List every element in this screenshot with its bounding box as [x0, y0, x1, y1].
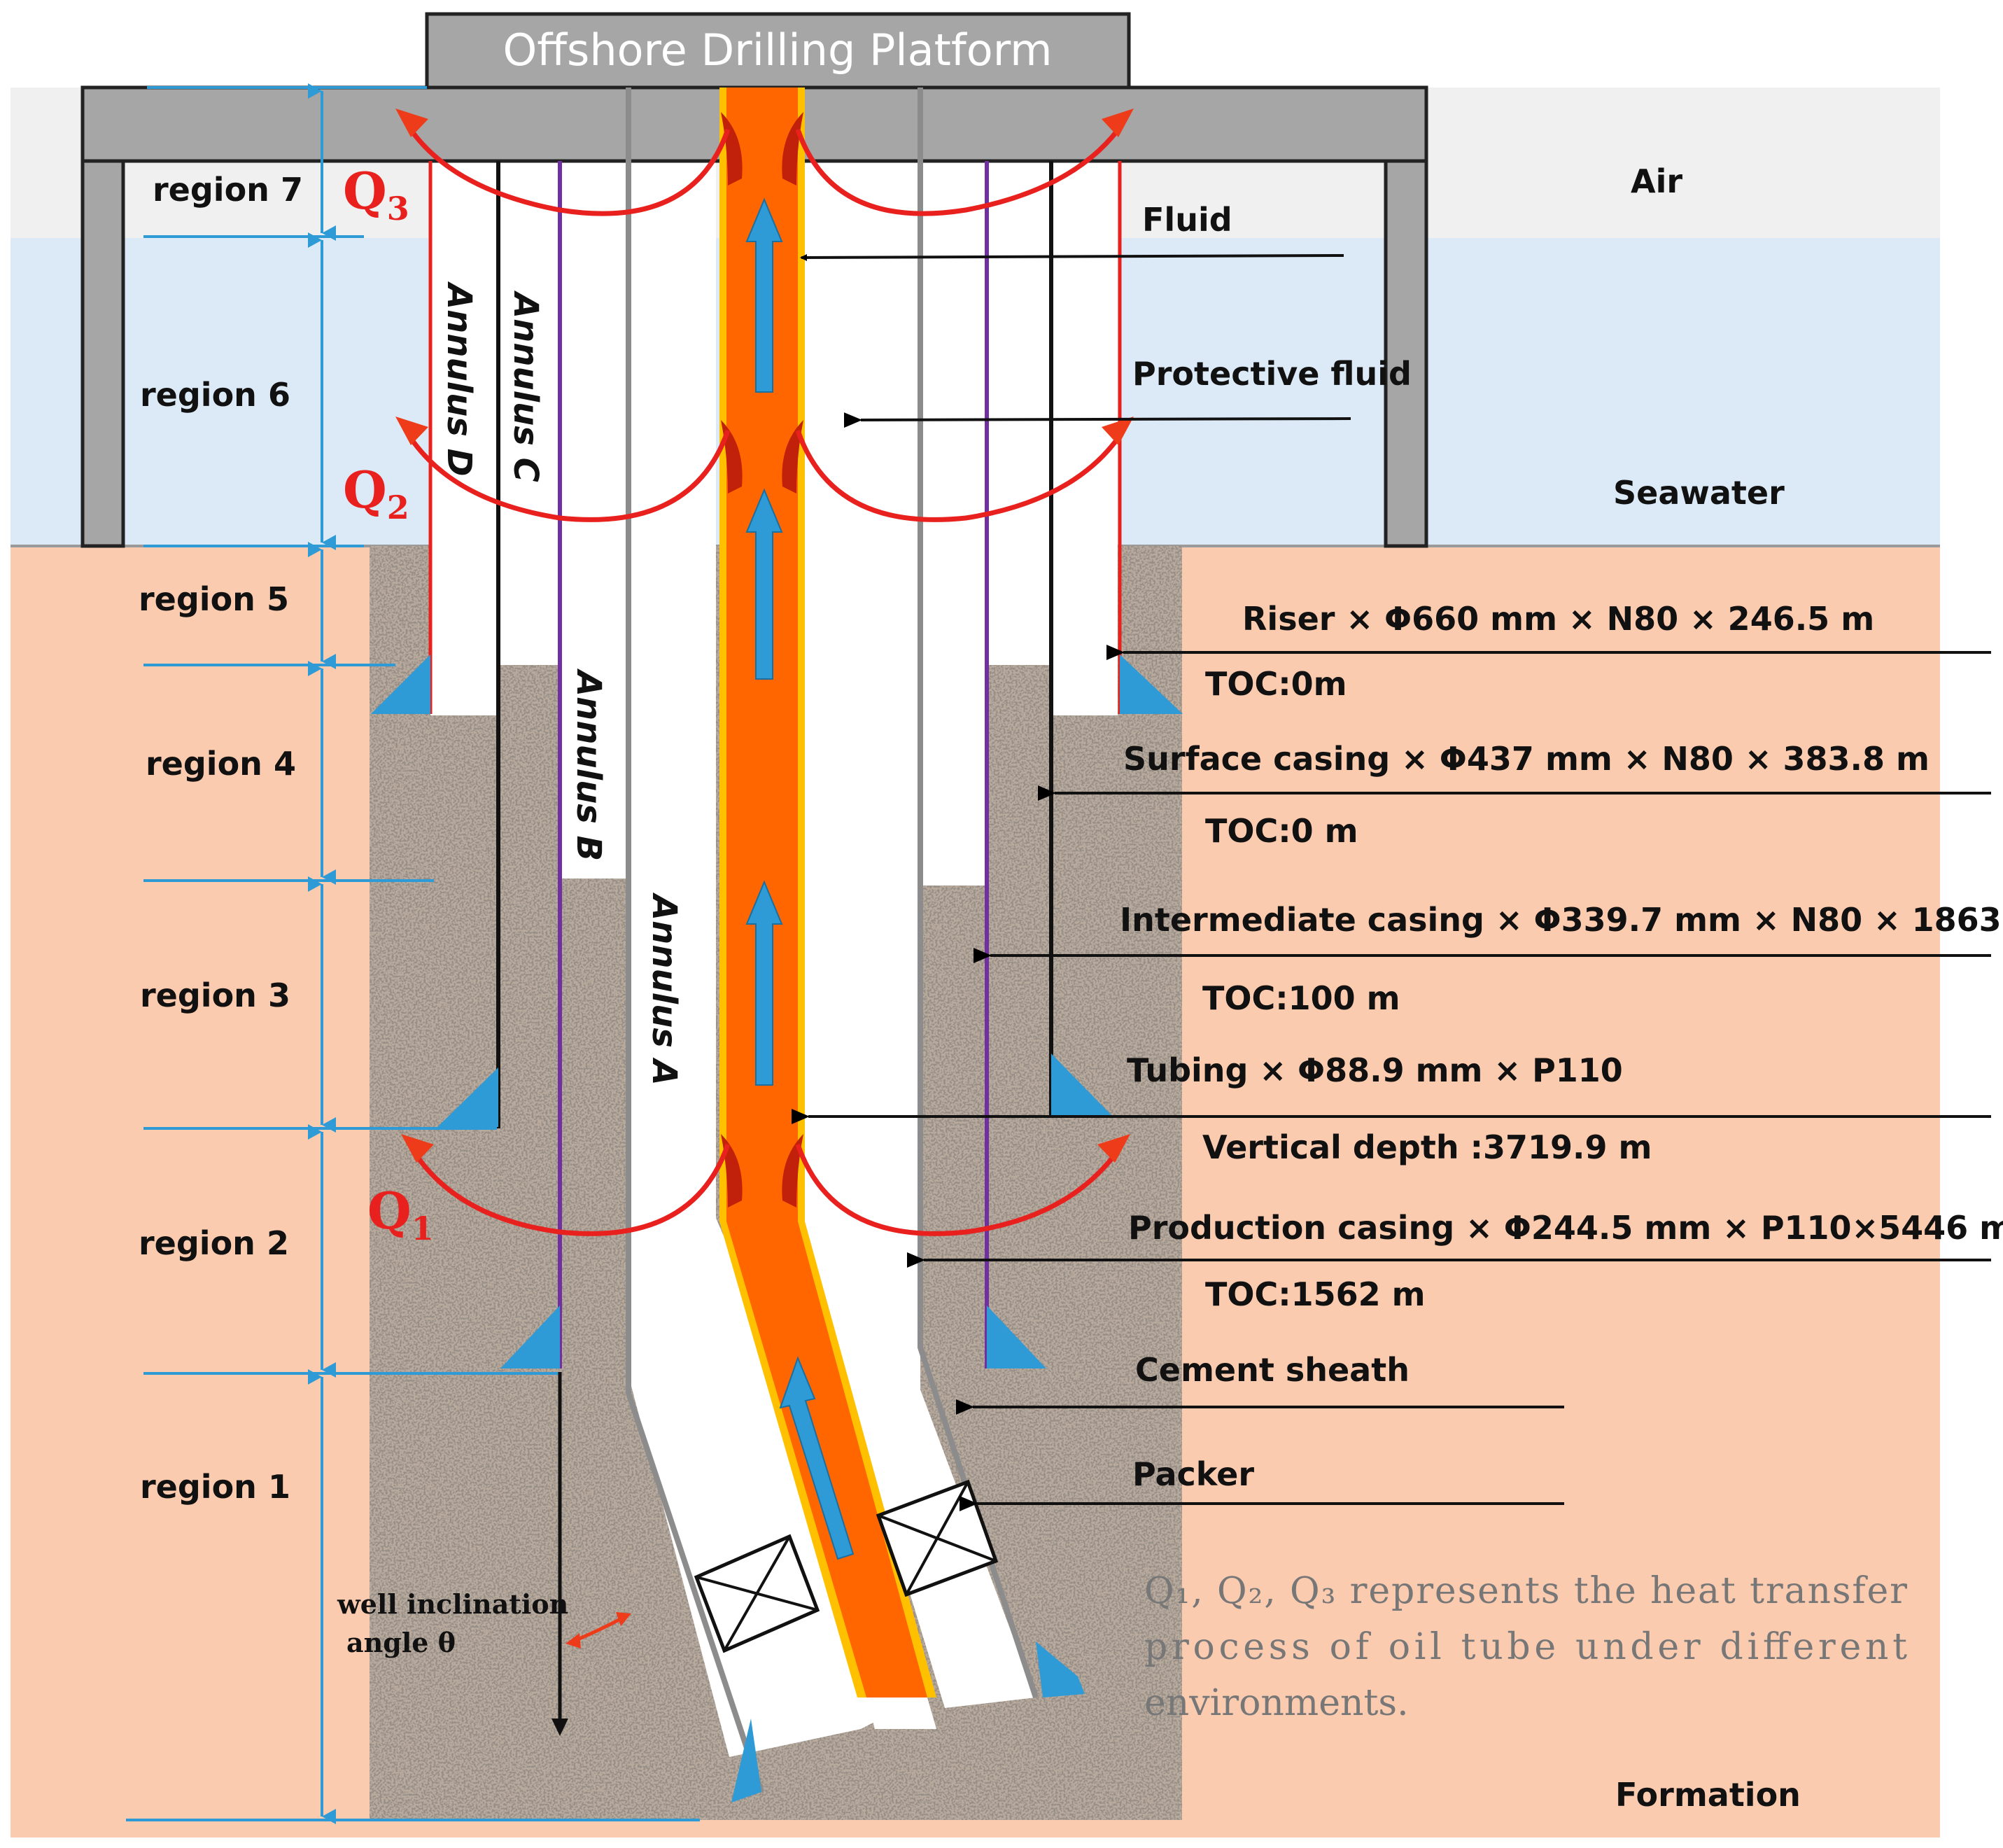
inclination-arrow [565, 1612, 631, 1648]
q1-label: Q1 [367, 1181, 434, 1247]
cement-sheath-label: Cement sheath [1135, 1351, 1410, 1389]
seawater-label: Seawater [1613, 474, 1785, 512]
region-4-label: region 4 [146, 745, 296, 783]
platform-title: Offshore Drilling Platform [503, 24, 1053, 76]
production-casing-toc-label: TOC:1562 m [1205, 1275, 1426, 1313]
region-5-label: region 5 [139, 580, 289, 618]
region-6-label: region 6 [140, 376, 290, 414]
casing-shoes [371, 654, 1183, 1802]
air-label: Air [1631, 162, 1682, 200]
leader-lines [792, 253, 1991, 1511]
note-line-1: Q₁, Q₂, Q₃ represents the heat transfer [1144, 1570, 1907, 1612]
intermediate-casing-toc-label: TOC:100 m [1202, 979, 1400, 1017]
heat-arrows [403, 121, 1125, 1236]
region-7-label: region 7 [153, 171, 303, 209]
vertical-depth-label: Vertical depth :3719.9 m [1202, 1128, 1652, 1166]
formation-label: Formation [1615, 1776, 1801, 1814]
inclination-label-line2: angle θ [346, 1627, 456, 1658]
q3-label: Q3 [343, 161, 409, 227]
fluid-label: Fluid [1142, 201, 1232, 239]
riser-toc-label: TOC:0m [1205, 665, 1347, 703]
note-line-3: environments. [1144, 1682, 1409, 1724]
annulus-c-label: Annulus C [506, 290, 545, 482]
surface-casing-label: Surface casing × Φ437 mm × N80 × 383.8 m [1123, 740, 1930, 778]
packer-label: Packer [1132, 1455, 1254, 1493]
flow-arrows [745, 197, 855, 1560]
tubing-label: Tubing × Φ88.9 mm × P110 [1127, 1051, 1623, 1089]
heat-arrowheads [395, 108, 1134, 1163]
production-casing-lines [626, 88, 1039, 1793]
annulus-b-label: Annulus B [569, 668, 608, 861]
annulus-d-label: Annulus D [440, 281, 479, 476]
region-dimension-lines [126, 83, 700, 1824]
packer-left [694, 1534, 820, 1653]
production-casing-label: Production casing × Φ244.5 mm × P110×544… [1128, 1209, 2003, 1247]
annulus-a-label: Annulus A [645, 892, 684, 1086]
intermediate-casing-label: Intermediate casing × Φ339.7 mm × N80 × … [1120, 901, 2003, 939]
region-3-label: region 3 [140, 976, 290, 1014]
surface-casing-lines [496, 161, 1053, 1128]
note-line-2: process of oil tube under different [1144, 1626, 1907, 1668]
inclination-label-line1: well inclination [337, 1588, 568, 1620]
protective-fluid-label: Protective fluid [1132, 355, 1412, 393]
vertical-reference-arrowhead [551, 1718, 568, 1736]
tubing [719, 88, 936, 1729]
surface-casing-toc-label: TOC:0 m [1205, 812, 1358, 850]
region-1-label: region 1 [140, 1468, 290, 1506]
q2-label: Q2 [343, 460, 409, 526]
region-2-label: region 2 [139, 1224, 289, 1262]
intermediate-casing-lines [558, 161, 989, 1368]
riser-label: Riser × Φ660 mm × N80 × 246.5 m [1242, 600, 1874, 638]
